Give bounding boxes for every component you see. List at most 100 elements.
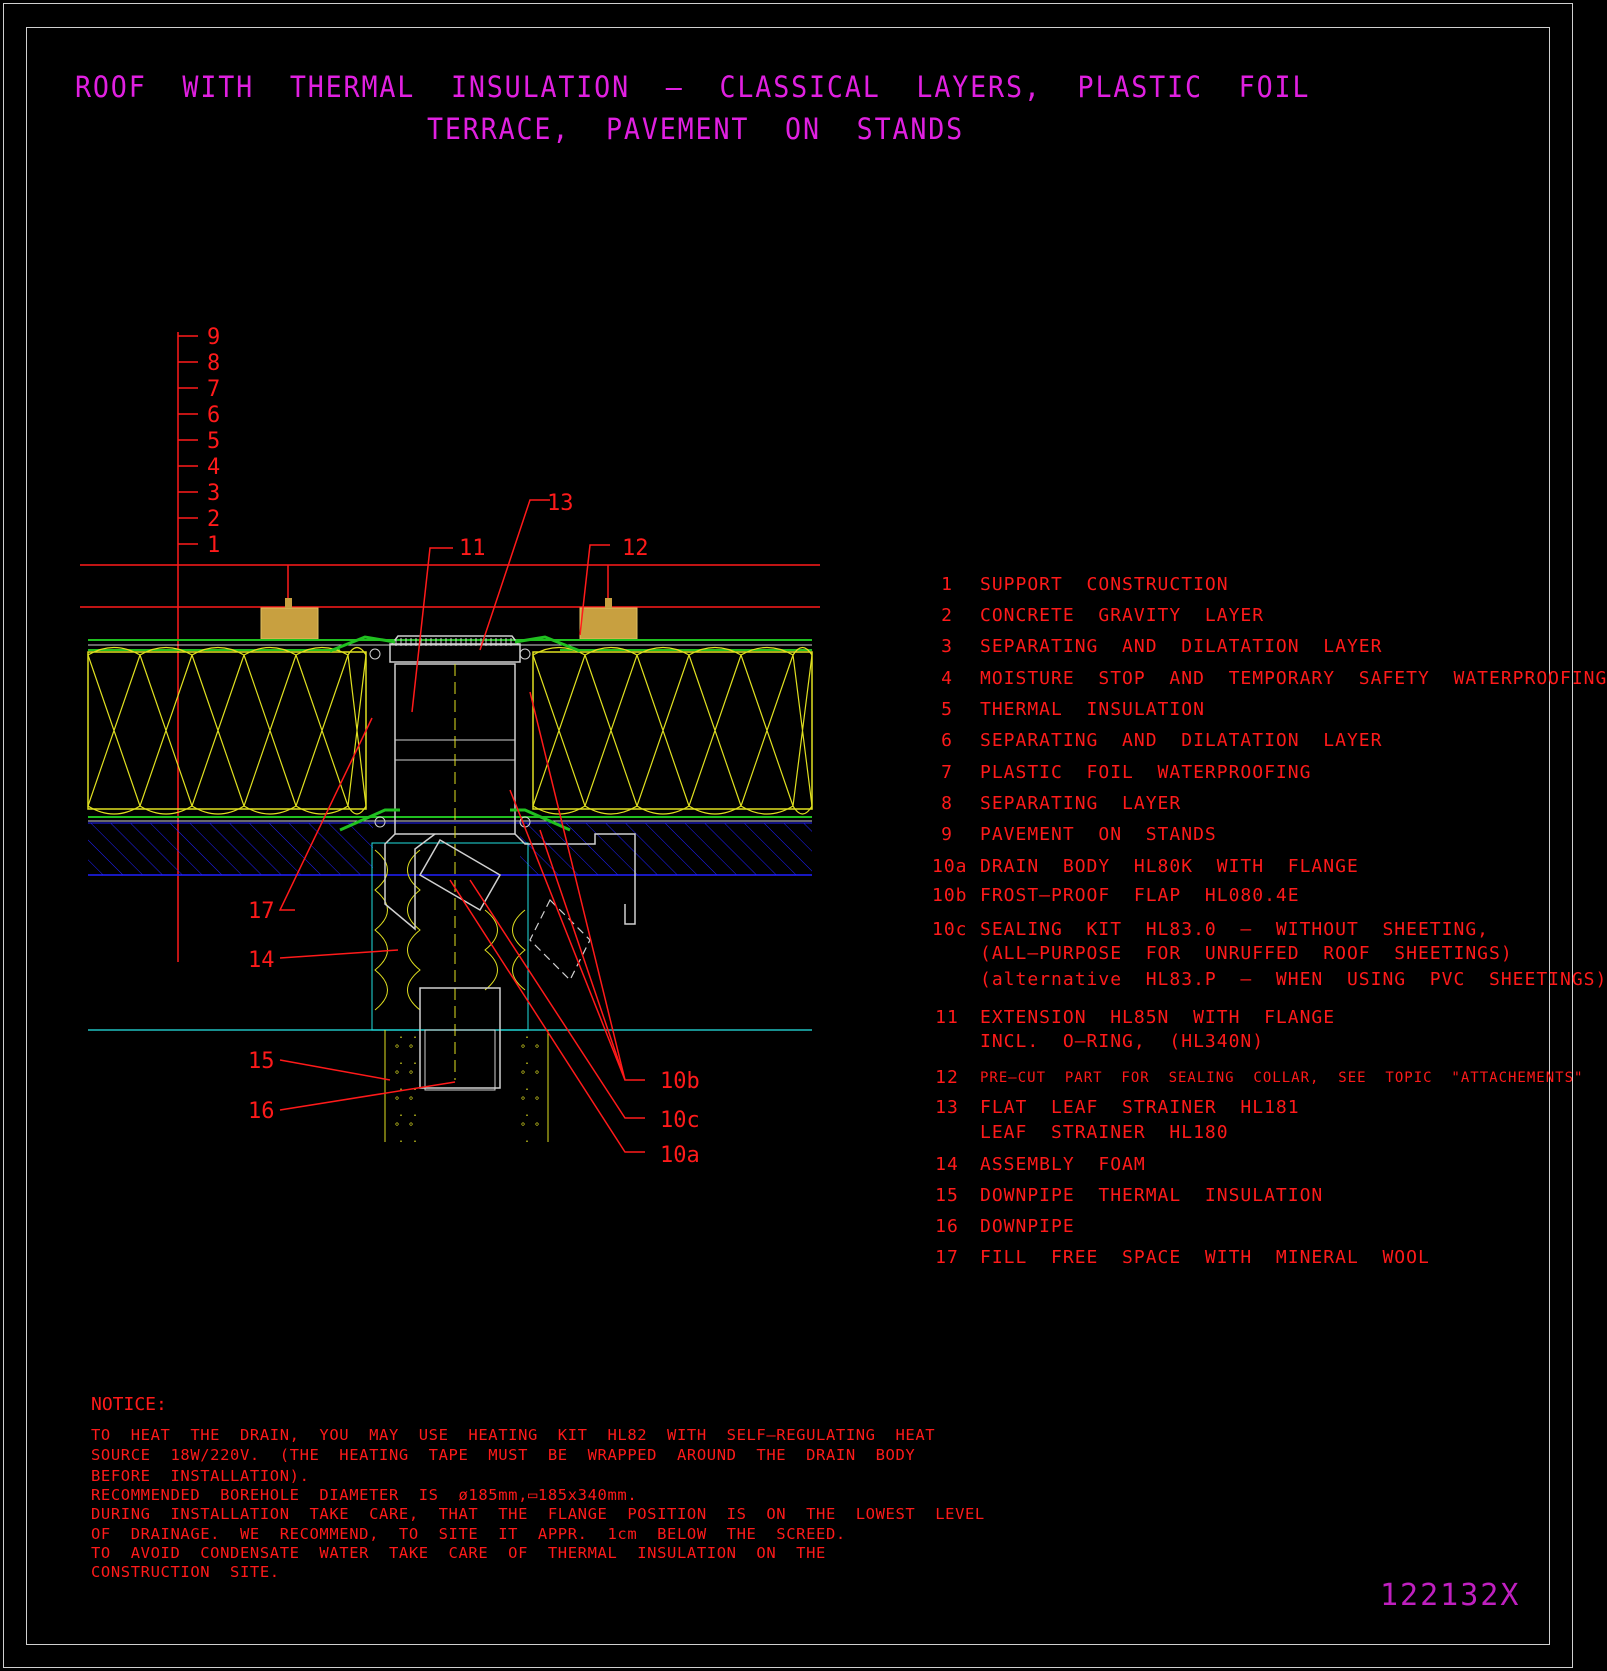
assembly-foam (371, 842, 529, 1031)
insulation-cell (139, 646, 193, 815)
notice-line: OF DRAINAGE. WE RECOMMEND, TO SITE IT AP… (91, 1525, 846, 1543)
scale-label: 2 (207, 507, 220, 532)
notice-line: DURING INSTALLATION TAKE CARE, THAT THE … (91, 1505, 985, 1523)
insulation-cell (792, 646, 813, 815)
notice-line: SOURCE 18W/220V. (THE HEATING TAPE MUST … (91, 1446, 916, 1464)
insulation-cell (636, 646, 690, 815)
legend-text: THERMAL INSULATION (980, 699, 1205, 720)
legend-number: 7 (941, 762, 953, 783)
scale-label: 5 (207, 429, 220, 454)
concrete-slab (88, 822, 812, 876)
legend-number: 10a (932, 856, 968, 877)
legend-text: PRE–CUT PART FOR SEALING COLLAR, SEE TOP… (980, 1070, 1584, 1086)
pavement-stands (260, 598, 638, 640)
legend-text: DOWNPIPE (980, 1216, 1075, 1237)
legend-number: 10b (932, 885, 968, 906)
legend-text: SEPARATING AND DILATATION LAYER (980, 636, 1383, 657)
callout-10a: 10a (660, 1143, 700, 1168)
legend-text: EXTENSION HL85N WITH FLANGE (980, 1007, 1336, 1028)
insulation-cell (243, 646, 297, 815)
downpipe-insulation (384, 1030, 549, 1142)
outer-frame (3, 3, 1573, 1668)
legend-text: LEAF STRAINER HL180 (980, 1122, 1229, 1143)
leader-lines (278, 499, 645, 1153)
insulation-right-pattern (532, 646, 813, 815)
legend-text: ASSEMBLY FOAM (980, 1154, 1146, 1175)
legend-number: 6 (941, 730, 953, 751)
legend-number: 11 (935, 1007, 959, 1028)
callout-13: 13 (547, 491, 574, 516)
callout-17: 17 (248, 899, 275, 924)
callout-14: 14 (248, 948, 275, 973)
lower-foil-layer (88, 816, 812, 822)
title-line-1: ROOF WITH THERMAL INSULATION – CLASSICAL… (75, 70, 1311, 104)
legend-number: 9 (941, 824, 953, 845)
callout-10c: 10c (660, 1108, 700, 1133)
insulation-cell (87, 646, 141, 815)
notice-line: TO AVOID CONDENSATE WATER TAKE CARE OF T… (91, 1544, 826, 1562)
legend-text: PAVEMENT ON STANDS (980, 824, 1217, 845)
legend-text: SEALING KIT HL83.0 – WITHOUT SHEETING, (980, 919, 1489, 940)
scale-label: 1 (207, 533, 220, 558)
scale-label: 9 (207, 325, 220, 350)
title-line-2: TERRACE, PAVEMENT ON STANDS (427, 112, 965, 146)
pavement-lines (80, 564, 820, 608)
legend-text: PLASTIC FOIL WATERPROOFING (980, 762, 1312, 783)
notice-heading: NOTICE: (91, 1394, 167, 1415)
legend-text: SEPARATING LAYER (980, 793, 1182, 814)
insulation-cell (532, 646, 586, 815)
notice-line: TO HEAT THE DRAIN, YOU MAY USE HEATING K… (91, 1426, 936, 1444)
callout-10b: 10b (660, 1069, 700, 1094)
notice-line: CONSTRUCTION SITE. (91, 1563, 280, 1581)
legend-number: 16 (935, 1216, 959, 1237)
insulation-cell (191, 646, 245, 815)
callout-11: 11 (459, 536, 486, 561)
insulation-cell (347, 646, 367, 815)
legend-number: 5 (941, 699, 953, 720)
legend-number: 4 (941, 668, 953, 689)
legend-number: 1 (941, 574, 953, 595)
legend-number: 14 (935, 1154, 959, 1175)
legend-number: 3 (941, 636, 953, 657)
insulation-cell (295, 646, 349, 815)
legend-number: 10c (932, 919, 968, 940)
legend-text: FILL FREE SPACE WITH MINERAL WOOL (980, 1247, 1430, 1268)
legend-text: FLAT LEAF STRAINER HL181 (980, 1097, 1300, 1118)
legend-number: 13 (935, 1097, 959, 1118)
insulation-cell (584, 646, 638, 815)
notice-line: BEFORE INSTALLATION). (91, 1467, 310, 1485)
inner-frame (26, 27, 1550, 1645)
legend-text: MOISTURE STOP AND TEMPORARY SAFETY WATER… (980, 668, 1607, 689)
callout-12: 12 (622, 536, 649, 561)
legend-text: FROST–PROOF FLAP HL080.4E (980, 885, 1300, 906)
legend-text: (alternative HL83.P – WHEN USING PVC SHE… (980, 969, 1607, 990)
scale-label: 7 (207, 377, 220, 402)
legend-number: 2 (941, 605, 953, 626)
insulation-cell (688, 646, 742, 815)
thermal-insulation (87, 646, 813, 815)
legend-text: INCL. O–RING, (HL340N) (980, 1031, 1265, 1052)
scale-label: 3 (207, 481, 220, 506)
legend-text: CONCRETE GRAVITY LAYER (980, 605, 1265, 626)
legend-text: DRAIN BODY HL80K WITH FLANGE (980, 856, 1359, 877)
legend-text: SUPPORT CONSTRUCTION (980, 574, 1229, 595)
insulation-left-pattern (87, 646, 367, 815)
legend-number: 17 (935, 1247, 959, 1268)
legend-text: DOWNPIPE THERMAL INSULATION (980, 1185, 1324, 1206)
notice-line: RECOMMENDED BOREHOLE DIAMETER IS ø185mm,… (91, 1486, 638, 1504)
drawing-number: 122132X (1380, 1578, 1521, 1613)
legend-number: 8 (941, 793, 953, 814)
legend-text: SEPARATING AND DILATATION LAYER (980, 730, 1383, 751)
insulation-cell (740, 646, 794, 815)
sealing-kit (329, 635, 581, 832)
leaf-strainer (395, 638, 512, 646)
callout-16: 16 (248, 1099, 275, 1124)
legend-text: (ALL–PURPOSE FOR UNRUFFED ROOF SHEETINGS… (980, 943, 1513, 964)
drain-body (384, 635, 636, 1091)
scale-label: 6 (207, 403, 220, 428)
scale-label: 4 (207, 455, 220, 480)
legend-number: 12 (935, 1067, 959, 1088)
scale-label: 8 (207, 351, 220, 376)
